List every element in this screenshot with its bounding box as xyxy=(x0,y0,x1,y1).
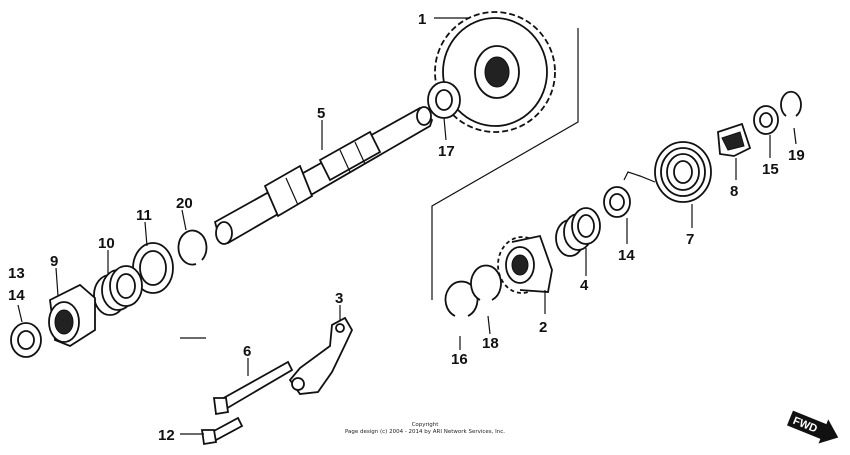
callout-18: 18 xyxy=(482,335,499,352)
callout-17: 17 xyxy=(438,143,455,160)
callout-20: 20 xyxy=(176,195,193,212)
callout-14-left: 14 xyxy=(8,287,25,304)
callout-15: 15 xyxy=(762,161,779,178)
callout-5: 5 xyxy=(317,105,325,122)
callout-13: 13 xyxy=(8,265,25,282)
callout-16: 16 xyxy=(451,351,468,368)
part-9-collar xyxy=(48,283,96,348)
part-15-washer xyxy=(753,105,779,135)
callout-7: 7 xyxy=(686,231,694,248)
part-3-stopper-plate xyxy=(288,316,354,395)
part-14-washer xyxy=(10,322,42,358)
part-4-spring xyxy=(555,207,601,257)
part-1-kick-gear xyxy=(434,11,556,133)
part-20-circlip xyxy=(177,229,208,266)
part-6-bolt xyxy=(212,360,294,416)
part-7-return-spring xyxy=(623,141,712,203)
callout-19: 19 xyxy=(788,147,805,164)
group-bracket xyxy=(431,28,579,300)
part-10-spring xyxy=(93,265,143,316)
part-16-circlip xyxy=(444,280,479,317)
callout-10: 10 xyxy=(98,235,115,252)
callout-11: 11 xyxy=(136,207,152,224)
part-17-washer xyxy=(427,81,461,119)
part-12-bolt xyxy=(200,416,244,446)
callout-1: 1 xyxy=(418,11,426,28)
callout-12: 12 xyxy=(158,427,175,444)
callout-8: 8 xyxy=(730,183,738,200)
callout-14-right: 14 xyxy=(618,247,635,264)
part-19-circlip xyxy=(780,90,802,117)
copyright-line-2: Page design (c) 2004 - 2014 by ARI Netwo… xyxy=(345,429,505,435)
copyright-line-1: Copyright xyxy=(412,422,440,428)
part-18-circlip xyxy=(470,264,502,301)
callout-4: 4 xyxy=(580,277,589,294)
part-14-washer-right xyxy=(603,186,631,218)
callout-3: 3 xyxy=(335,290,343,307)
fwd-arrow-icon: FWD xyxy=(787,410,839,444)
part-2-ratchet xyxy=(497,234,553,294)
callout-2: 2 xyxy=(539,319,547,336)
part-8-spring-guide xyxy=(717,122,752,157)
callout-9: 9 xyxy=(50,253,58,270)
part-11-washer xyxy=(132,242,174,294)
part-5-spindle xyxy=(213,106,434,245)
callout-6: 6 xyxy=(243,343,251,360)
